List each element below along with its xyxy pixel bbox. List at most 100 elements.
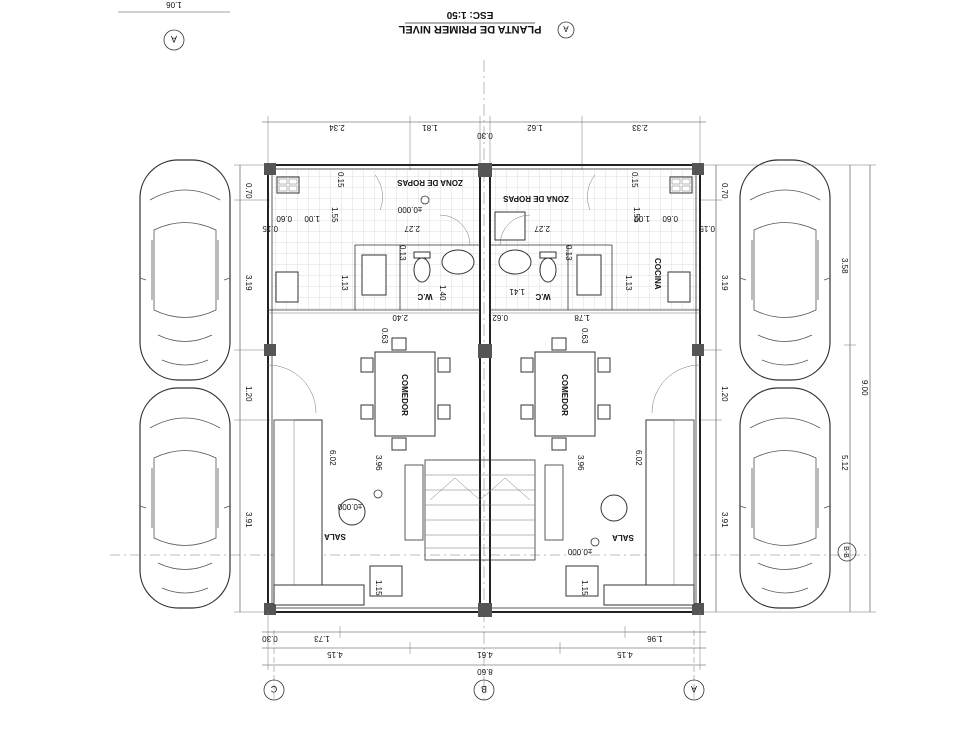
svg-text:3.19: 3.19 xyxy=(720,275,729,291)
label-kitchen: COCINA xyxy=(653,258,662,290)
label-laundry-left: ZONA DE ROPAS xyxy=(396,178,462,187)
svg-text:3.91: 3.91 xyxy=(720,512,729,528)
dimension-chain-left: 0.70 3.19 1.20 3.91 xyxy=(234,164,270,613)
stove-right xyxy=(669,176,693,194)
svg-text:0.70: 0.70 xyxy=(720,183,729,199)
svg-text:1.15: 1.15 xyxy=(580,580,589,596)
svg-text:1.73: 1.73 xyxy=(314,634,330,643)
dimension-chain-bottom: 0.30 1.73 4.15 4.61 4.15 1.96 8.60 xyxy=(262,612,706,676)
svg-text:0.15: 0.15 xyxy=(699,224,715,233)
door-swings xyxy=(267,174,701,414)
level-marks: ±0.000 ±0.000 ±0.000 xyxy=(337,195,600,556)
svg-text:3.96: 3.96 xyxy=(576,455,585,471)
svg-text:0.60: 0.60 xyxy=(662,214,678,223)
svg-text:3.58: 3.58 xyxy=(840,258,849,274)
svg-text:1.13: 1.13 xyxy=(624,275,633,291)
svg-text:1.78: 1.78 xyxy=(574,313,590,322)
svg-text:A: A xyxy=(171,34,177,44)
room-labels: ZONA DE ROPAS ZONA DE ROPAS COCINA W.C W… xyxy=(324,178,662,542)
svg-text:B: B xyxy=(481,684,487,694)
svg-text:1.20: 1.20 xyxy=(244,386,253,402)
sink-left xyxy=(275,271,299,303)
svg-text:4.61: 4.61 xyxy=(477,650,493,659)
sink-right xyxy=(667,271,691,303)
svg-text:1.00: 1.00 xyxy=(304,214,320,223)
svg-text:A: A xyxy=(563,24,569,33)
svg-text:±0.000: ±0.000 xyxy=(337,502,362,511)
svg-text:0.15: 0.15 xyxy=(630,172,639,188)
svg-text:3.96: 3.96 xyxy=(374,455,383,471)
svg-text:1.06: 1.06 xyxy=(166,0,182,9)
svg-text:1.15: 1.15 xyxy=(374,580,383,596)
tv-stand-left xyxy=(369,565,403,597)
bathroom-fixtures-left xyxy=(413,249,475,283)
svg-text:1.41: 1.41 xyxy=(509,287,525,296)
svg-text:2.27: 2.27 xyxy=(534,224,550,233)
plan-title: PLANTA DE PRIMER NIVEL xyxy=(398,23,541,35)
label-living-right: SALA xyxy=(612,533,634,542)
svg-text:0.63: 0.63 xyxy=(580,328,589,344)
svg-text:2.40: 2.40 xyxy=(392,313,408,322)
structural-columns xyxy=(264,163,704,617)
svg-text:4.15: 4.15 xyxy=(327,650,343,659)
svg-text:2.27: 2.27 xyxy=(404,224,420,233)
svg-text:1.13: 1.13 xyxy=(340,275,349,291)
car-right-lower xyxy=(739,387,831,609)
svg-text:0.60: 0.60 xyxy=(276,214,292,223)
car-left-upper xyxy=(139,159,231,381)
svg-text:A: A xyxy=(691,684,697,694)
svg-text:4.15: 4.15 xyxy=(617,650,633,659)
car-left-lower xyxy=(139,387,231,609)
label-laundry-right: ZONA DE ROPAS xyxy=(502,194,568,203)
svg-text:1.55: 1.55 xyxy=(330,207,339,223)
tv-stand-right xyxy=(565,565,599,597)
svg-text:±0.000: ±0.000 xyxy=(397,205,422,214)
svg-text:6.02: 6.02 xyxy=(328,450,337,466)
svg-text:C: C xyxy=(270,684,277,694)
axis-bubble-top-left: A xyxy=(163,29,185,51)
dim-top-2: 1.81 xyxy=(422,123,438,132)
sofa-right xyxy=(603,419,695,606)
stove-left xyxy=(276,176,300,194)
svg-text:0.70: 0.70 xyxy=(244,183,253,199)
dim-top-4: 1.62 xyxy=(527,123,543,132)
svg-text:5.12: 5.12 xyxy=(840,455,849,471)
svg-text:B-B: B-B xyxy=(842,546,849,558)
sofa-left xyxy=(273,419,365,606)
svg-text:1.40: 1.40 xyxy=(438,285,447,301)
dining-table-left xyxy=(360,337,451,451)
svg-text:3.19: 3.19 xyxy=(244,275,253,291)
svg-text:1.00: 1.00 xyxy=(634,214,650,223)
svg-text:8.60: 8.60 xyxy=(477,667,493,676)
dimension-chain-right: 0.70 3.19 1.20 3.91 3.58 5.12 9.00 xyxy=(700,164,876,613)
label-living-left: SALA xyxy=(324,532,346,541)
svg-text:±0.000: ±0.000 xyxy=(567,547,592,556)
svg-text:0.13: 0.13 xyxy=(398,245,407,261)
section-marker-top: A xyxy=(557,21,575,39)
svg-text:0.15: 0.15 xyxy=(336,172,345,188)
label-wc-left: W.C xyxy=(417,292,432,301)
svg-text:9.00: 9.00 xyxy=(860,380,869,396)
plan-scale: ESC: 1:50 xyxy=(446,9,493,20)
svg-text:1.96: 1.96 xyxy=(647,634,663,643)
stairs xyxy=(404,459,564,561)
label-wc-right: W.C xyxy=(535,292,550,301)
svg-text:0.15: 0.15 xyxy=(262,224,278,233)
svg-text:0.30: 0.30 xyxy=(262,634,278,643)
car-right-upper xyxy=(739,159,831,381)
fridge-right xyxy=(576,254,602,296)
axis-bubbles-bottom: C B A xyxy=(263,679,705,701)
svg-text:0.62: 0.62 xyxy=(492,313,508,322)
label-dining-right: COMEDOR xyxy=(560,374,569,416)
svg-text:0.63: 0.63 xyxy=(380,328,389,344)
svg-text:3.91: 3.91 xyxy=(244,512,253,528)
dining-table-right xyxy=(520,337,611,451)
svg-text:1.55: 1.55 xyxy=(632,207,641,223)
title-block: PLANTA DE PRIMER NIVEL ESC: 1:50 xyxy=(398,9,541,35)
fridge-left xyxy=(361,254,387,296)
svg-text:0.13: 0.13 xyxy=(564,245,573,261)
dim-top-1: 2.34 xyxy=(329,123,345,132)
dim-top-5: 2.33 xyxy=(632,123,648,132)
side-table-left xyxy=(338,498,366,526)
